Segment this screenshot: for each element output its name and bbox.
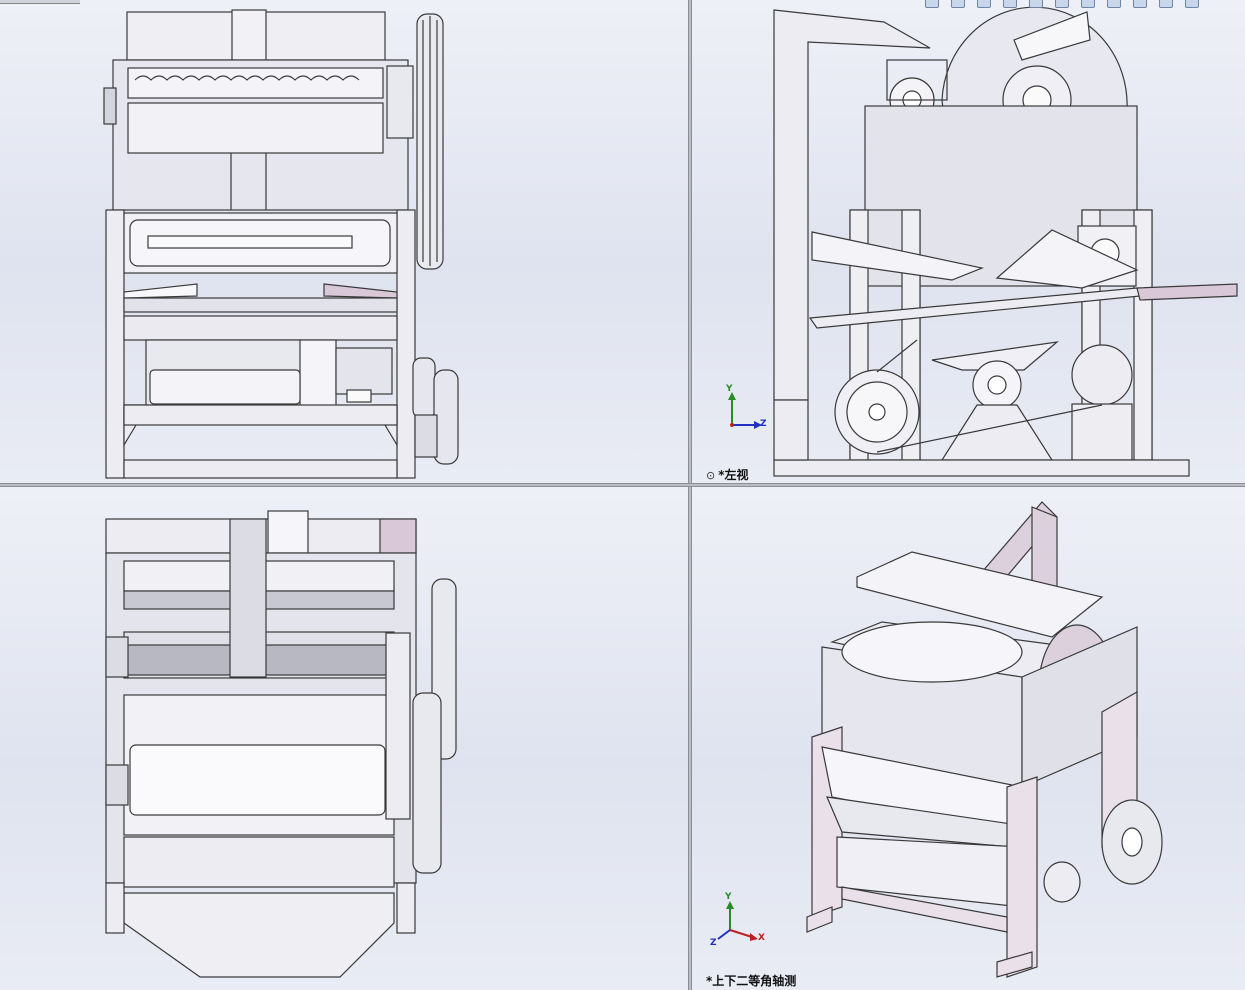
top-view-drawing xyxy=(105,510,457,978)
left-view-drawing xyxy=(728,6,1238,477)
iso-view-drawing xyxy=(717,501,1163,978)
left-view-triad xyxy=(728,392,762,429)
viewport-splitter-vertical[interactable] xyxy=(688,0,692,990)
iso-view-triad xyxy=(717,901,758,941)
hide-show-icon[interactable] xyxy=(1081,0,1095,8)
appearance-icon[interactable] xyxy=(1107,0,1121,8)
viewport-left-view[interactable]: Y Z ⊙*左视 xyxy=(692,0,1245,483)
left-view-label-text: *左视 xyxy=(718,468,749,482)
iso-triad-x-label: X xyxy=(758,933,765,943)
inlet-chute-top xyxy=(229,518,267,678)
motor xyxy=(299,339,337,409)
monitor-icon[interactable] xyxy=(1185,0,1199,8)
motor-end xyxy=(1071,344,1133,406)
sieve-screen xyxy=(123,315,398,341)
iso-triad-z-label: Z xyxy=(710,938,717,948)
triad-z-label: Z xyxy=(760,419,767,429)
iso-triad-y-label: Y xyxy=(725,892,732,902)
section-view-icon[interactable] xyxy=(1003,0,1017,8)
pulley-lower xyxy=(433,369,459,465)
previous-view-icon[interactable] xyxy=(977,0,991,8)
viewport-front[interactable] xyxy=(0,0,688,483)
fan-outlet xyxy=(267,510,309,554)
viewport-splitter-horizontal[interactable] xyxy=(0,483,1245,487)
zoom-icon[interactable] xyxy=(925,0,939,8)
triad-y-label: Y xyxy=(726,384,733,394)
upper-drum xyxy=(127,102,384,154)
viewport-isometric[interactable]: Y X Z *上下二等角轴测 xyxy=(692,487,1245,990)
iso-hopper xyxy=(856,551,1104,638)
viewport-top-view[interactable] xyxy=(0,487,688,990)
scene-icon[interactable] xyxy=(1133,0,1147,8)
front-view-drawing xyxy=(103,9,459,479)
view-orientation-icon[interactable] xyxy=(1029,0,1043,8)
link-icon: ⊙ xyxy=(706,469,716,482)
view-settings-icon[interactable] xyxy=(1159,0,1173,8)
zoom-area-icon[interactable] xyxy=(951,0,965,8)
tab-strip xyxy=(0,0,80,4)
display-style-icon[interactable] xyxy=(1055,0,1069,8)
left-view-label: ⊙*左视 xyxy=(706,466,749,483)
iso-view-label: *上下二等角轴测 xyxy=(706,974,797,988)
heads-up-toolbar xyxy=(925,0,1225,8)
discharge-hopper xyxy=(123,892,395,978)
